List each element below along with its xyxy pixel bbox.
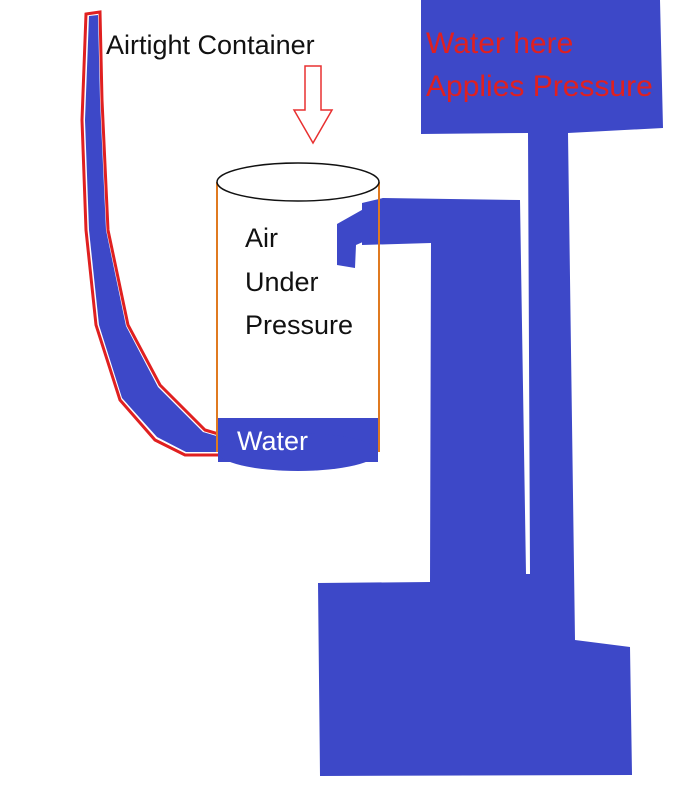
air-label-line-2: Under <box>245 267 319 297</box>
arrow-down-icon <box>292 65 334 145</box>
tube-water <box>85 15 230 452</box>
upper-water-tank <box>318 0 663 776</box>
water-label: Water <box>237 426 308 456</box>
water-reservoir-system <box>318 0 663 776</box>
left-tube <box>80 10 234 457</box>
spout <box>337 198 383 268</box>
container-top <box>216 162 380 202</box>
airtight-container-label: Airtight Container <box>106 30 315 60</box>
pressure-label-line-2: Applies Pressure <box>426 70 653 103</box>
container-bottom-water <box>218 433 378 471</box>
airtight-container <box>216 162 380 471</box>
air-label-line-3: Pressure <box>245 310 353 340</box>
air-label-line-1: Air <box>245 223 278 253</box>
pressure-label-line-1: Water here <box>426 27 573 60</box>
